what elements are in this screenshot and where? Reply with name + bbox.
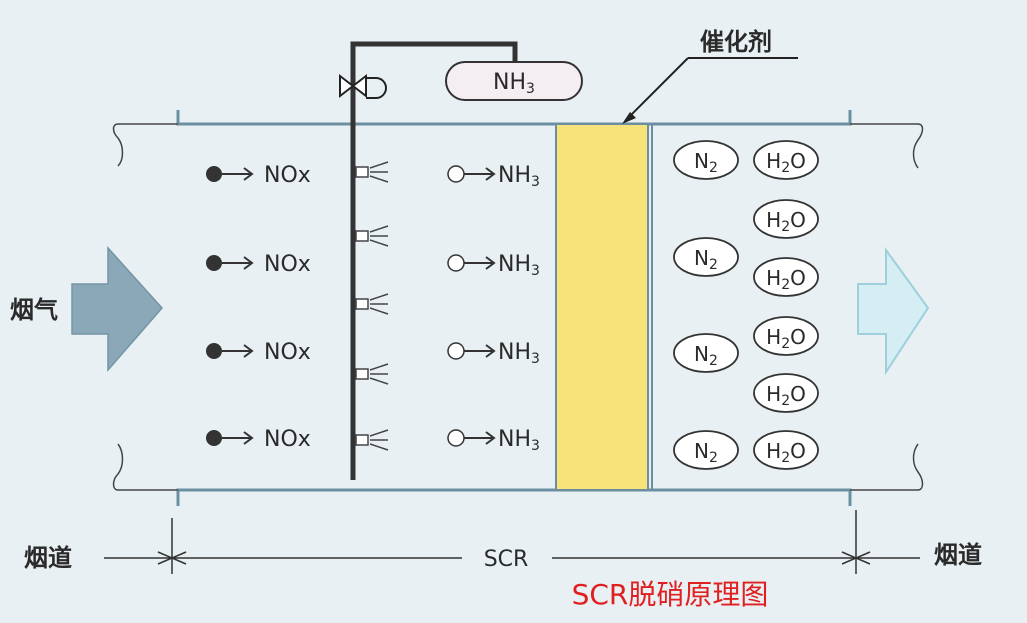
gas-particle-hollow-icon <box>447 429 465 447</box>
arrow-right-icon <box>464 431 496 445</box>
flue-gas-label: 烟气 <box>10 296 58 324</box>
product-molecule: H2O <box>753 430 819 470</box>
dimension-line <box>104 510 920 574</box>
svg-text:H2O: H2O <box>766 382 806 409</box>
svg-text:N2: N2 <box>694 342 718 369</box>
nozzles <box>355 161 389 451</box>
ammonia-tank-label: NH3 <box>493 70 535 97</box>
nozzle-icon <box>355 293 389 315</box>
ammonia-tank-body <box>445 61 583 101</box>
gas-particle-filled-icon <box>206 343 222 359</box>
catalyst-pointer <box>622 57 798 124</box>
nozzle-icon <box>355 161 389 183</box>
break-mark-top-right <box>850 123 924 169</box>
gas-particle-hollow-icon <box>447 254 465 272</box>
arrow-right-icon <box>222 167 254 181</box>
diagram-caption: SCR脱硝原理图 <box>572 578 769 611</box>
svg-text:H2O: H2O <box>766 149 806 176</box>
catalyst-label: 催化剂 <box>700 28 772 56</box>
inlet-row: NOx <box>206 340 311 365</box>
gas-particle-filled-icon <box>206 166 222 182</box>
inlet-species-label: NOx <box>264 340 311 365</box>
svg-text:N2: N2 <box>694 149 718 176</box>
svg-text:H2O: H2O <box>766 266 806 293</box>
ammonia-tank: NH3 <box>445 61 583 101</box>
dimension-arrow-icon <box>157 551 187 565</box>
inlet-row: NOx <box>206 252 311 277</box>
gas-particle-filled-icon <box>206 255 222 271</box>
product-molecule: N2 <box>673 237 739 277</box>
injected-species-label: NH3 <box>498 252 540 279</box>
flue-gas-inlet-arrow <box>71 246 164 373</box>
product-molecule: H2O <box>753 257 819 297</box>
svg-text:N2: N2 <box>694 246 718 273</box>
product-molecule: H2O <box>753 373 819 413</box>
injected-row: NH3 <box>447 163 540 190</box>
product-molecule: H2O <box>753 316 819 356</box>
duct-bottom-wall <box>176 488 852 506</box>
flue-right-label: 烟道 <box>934 541 982 569</box>
dimension-arrow-icon <box>841 551 871 565</box>
gas-particle-filled-icon <box>206 430 222 446</box>
inlet-species-label: NOx <box>264 163 311 188</box>
svg-text:N2: N2 <box>694 439 718 466</box>
injected-row: NH3 <box>447 252 540 279</box>
arrow-right-icon <box>464 167 496 181</box>
break-mark-top-left <box>112 123 178 167</box>
svg-text:H2O: H2O <box>766 325 806 352</box>
valve-icon <box>339 73 387 99</box>
flue-left-label: 烟道 <box>24 544 72 572</box>
nozzle-icon <box>355 429 389 451</box>
gas-particle-hollow-icon <box>447 165 465 183</box>
ammonia-pipe <box>350 41 518 480</box>
products: N2 H2O H2O N2 H2O N2 H2O H2O N2 H2O <box>673 140 819 470</box>
injected-row: NH3 <box>447 427 540 454</box>
svg-text:H2O: H2O <box>766 208 806 235</box>
duct <box>176 110 852 506</box>
gas-particle-hollow-icon <box>447 342 465 360</box>
arrow-right-icon <box>222 344 254 358</box>
arrow-icon <box>622 112 636 124</box>
injected-species-label: NH3 <box>498 427 540 454</box>
injected-species-label: NH3 <box>498 340 540 367</box>
product-molecule: H2O <box>753 199 819 239</box>
arrow-right-icon <box>222 256 254 270</box>
arrow-right-icon <box>464 256 496 270</box>
arrow-right-icon <box>222 431 254 445</box>
duct-top-wall <box>176 110 852 126</box>
product-molecule: N2 <box>673 430 739 470</box>
break-mark-bottom-right <box>850 443 924 491</box>
nozzle-icon <box>355 225 389 247</box>
duct-break-marks <box>112 123 924 491</box>
product-molecule: H2O <box>753 140 819 180</box>
inlet-row: NOx <box>206 163 311 188</box>
svg-text:H2O: H2O <box>766 439 806 466</box>
inlet-species-label: NOx <box>264 252 311 277</box>
arrow-right-icon <box>464 344 496 358</box>
catalyst-bed <box>555 123 649 491</box>
product-molecule: N2 <box>673 333 739 373</box>
product-molecule: N2 <box>673 140 739 180</box>
flue-gas-outlet-arrow <box>857 246 930 376</box>
nozzle-icon <box>355 363 389 385</box>
scr-label: SCR <box>484 547 529 572</box>
injected-row: NH3 <box>447 340 540 367</box>
break-mark-bottom-left <box>112 443 178 491</box>
inlet-row: NOx <box>206 427 311 452</box>
injected-species-label: NH3 <box>498 163 540 190</box>
inlet-species-label: NOx <box>264 427 311 452</box>
